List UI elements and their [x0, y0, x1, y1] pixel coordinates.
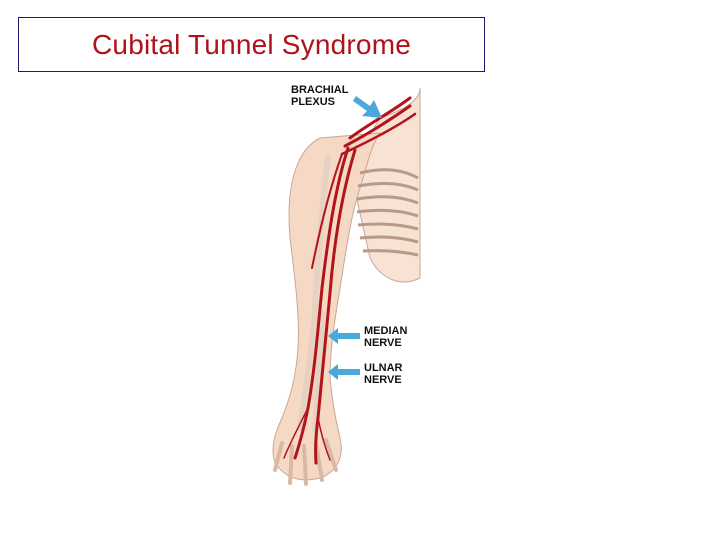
page-title: Cubital Tunnel Syndrome — [92, 28, 411, 60]
ulnar-arrow-icon — [328, 364, 360, 380]
median-arrow-icon — [328, 328, 360, 344]
label-brachial-plexus: BRACHIAL PLEXUS — [291, 84, 348, 108]
label-median-line1: MEDIAN — [364, 325, 408, 337]
label-brachial-line2: PLEXUS — [291, 96, 336, 108]
rib-cage — [356, 168, 419, 257]
label-ulnar-nerve: ULNAR NERVE — [364, 362, 403, 386]
ulnar-nerve-path — [314, 148, 357, 465]
label-ulnar-line1: ULNAR — [364, 362, 403, 374]
title-box: Cubital Tunnel Syndrome — [18, 17, 485, 72]
label-ulnar-line2: NERVE — [364, 374, 402, 386]
median-nerve-path — [293, 146, 350, 460]
label-brachial-line1: BRACHIAL — [291, 84, 349, 96]
label-median-line2: NERVE — [364, 337, 402, 349]
arm-anatomy-illustration — [272, 87, 421, 486]
arrows — [328, 96, 382, 380]
brachial-arrow-icon — [353, 96, 382, 118]
nerves — [283, 96, 417, 465]
label-median-nerve: MEDIAN NERVE — [364, 325, 407, 349]
